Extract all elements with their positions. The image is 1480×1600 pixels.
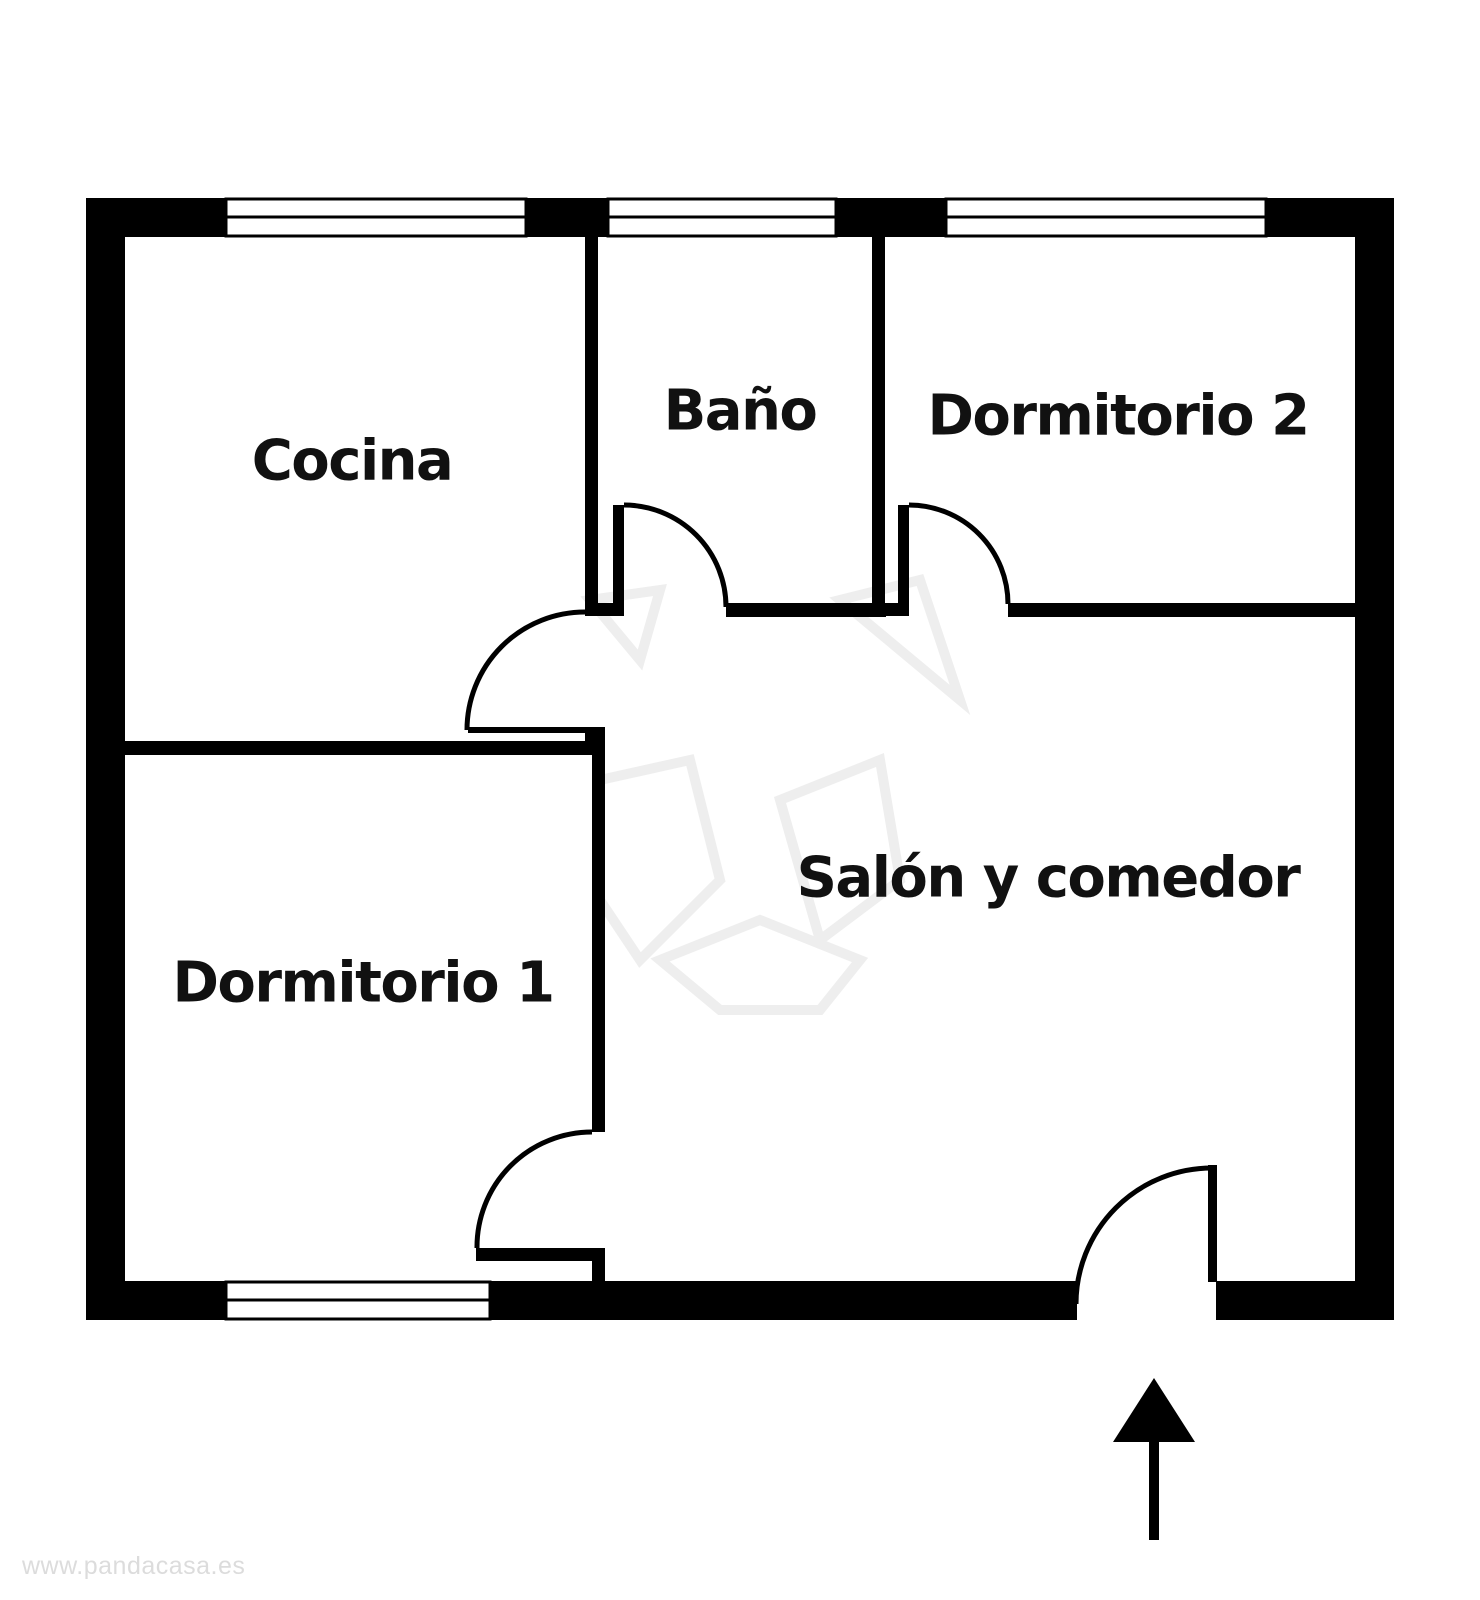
panda-logo-watermark	[580, 574, 971, 1015]
windows	[224, 197, 1268, 1321]
door-entrance	[1073, 1165, 1213, 1305]
door-bano	[623, 502, 729, 608]
watermark-text: www.pandacasa.es	[22, 1552, 246, 1580]
exterior-walls	[86, 198, 1394, 1320]
door-cocina	[464, 609, 586, 731]
room-label-bano: Baño	[663, 378, 818, 444]
room-label-dormitorio-1: Dormitorio 1	[172, 950, 555, 1016]
arrow-up-icon	[1113, 1378, 1195, 1540]
room-label-dormitorio-2: Dormitorio 2	[927, 383, 1310, 449]
door-dormitorio-1	[474, 1129, 593, 1249]
door-dormitorio-2	[908, 502, 1011, 605]
room-label-salon: Salón y comedor	[796, 845, 1301, 911]
interior-walls	[124, 236, 1356, 1282]
room-label-cocina: Cocina	[251, 428, 454, 494]
door-swings	[464, 502, 1213, 1305]
